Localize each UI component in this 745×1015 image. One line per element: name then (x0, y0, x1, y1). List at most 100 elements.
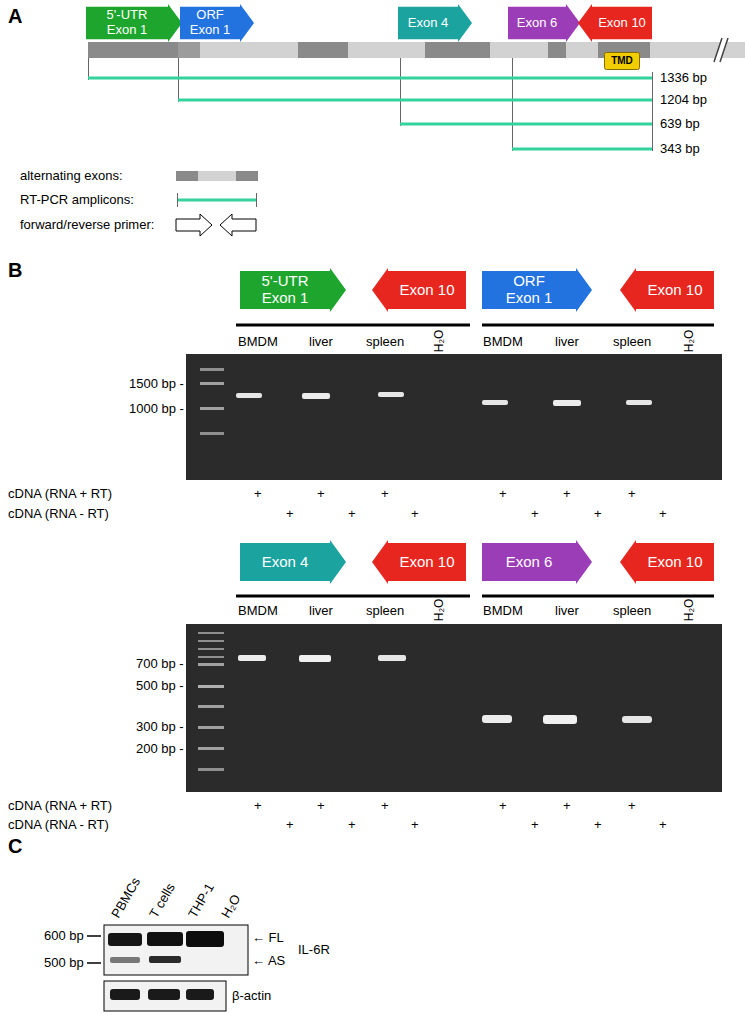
plus-sign: + (317, 487, 325, 502)
lane-label: liver (309, 604, 333, 619)
amplicon-line (88, 78, 652, 149)
plus-sign: + (594, 507, 602, 522)
arrow-shape (240, 268, 346, 312)
lane-label: H₂O (683, 599, 697, 622)
primer-name: ORF Exon 1 (185, 8, 235, 37)
lane-label: PBMCs (109, 875, 144, 921)
gel-image (198, 685, 224, 688)
gel-image (200, 407, 224, 410)
lane-label: spleen (613, 604, 651, 619)
lane-label: spleen (613, 335, 651, 350)
lane-label: H₂O (433, 599, 447, 622)
primer-underline (236, 324, 470, 327)
plus-sign: + (381, 487, 389, 502)
gel-image (198, 768, 224, 771)
text-holder: Exon 6 (506, 554, 553, 571)
gene-bar (548, 42, 566, 58)
arrow-shape (620, 540, 714, 584)
plus-sign: + (317, 799, 325, 814)
gel-image (186, 354, 722, 480)
gel-image (543, 715, 577, 724)
legend-primer-sample (220, 214, 256, 236)
primer-name: Exon 4 (408, 16, 448, 31)
gel-image (622, 716, 652, 723)
arrow-shape (482, 268, 592, 312)
legend-exon-sample (198, 171, 236, 181)
arrow-shape (578, 4, 652, 42)
primer-arrow: ORF Exon 1 (482, 268, 592, 312)
gel-image (198, 705, 224, 708)
amplicon-line (88, 77, 652, 80)
exon-tick (512, 58, 513, 151)
exon-tick (89, 58, 653, 151)
arrow-shape (482, 540, 592, 584)
gel-image (110, 989, 140, 1000)
lane-label: BMDM (238, 335, 278, 350)
lane-label: THP-1 (186, 881, 218, 921)
arrow-shape (180, 4, 254, 42)
primer-arrow: Exon 10 (620, 268, 714, 312)
domain-name: TMD (611, 55, 633, 66)
primer-arrow: ORF Exon 1 (180, 4, 254, 42)
plus-sign: + (286, 507, 294, 522)
plus-sign: + (594, 818, 602, 833)
plus-sign: + (381, 799, 389, 814)
lane-label: liver (555, 604, 579, 619)
legend-exon-sample (176, 171, 258, 181)
gel-image (302, 393, 330, 399)
break-mark (714, 38, 728, 62)
gel-image (186, 931, 224, 947)
text-holder: ORF Exon 1 (185, 8, 235, 37)
text-holder: Exon 10 (598, 16, 646, 31)
gene-bar (88, 42, 178, 58)
legend-amplicon-sample (256, 193, 257, 207)
gel-image (198, 656, 224, 658)
text-holder: Exon 10 (647, 282, 702, 299)
amplicon-size: 639 bp (660, 117, 700, 132)
box-outline (605, 53, 640, 70)
primer-arrow: Exon 10 (620, 540, 714, 584)
gel-image (186, 624, 722, 792)
gel-image (299, 655, 331, 662)
row-label: cDNA (RNA - RT) (8, 818, 109, 833)
text-holder: Exon 6 (517, 16, 557, 31)
primer-arrow: 5'-UTR Exon 1 (86, 4, 182, 42)
primer-name: 5'-UTR Exon 1 (102, 8, 152, 37)
marker-label: 600 bp (44, 929, 84, 944)
primer-arrow: Exon 10 (372, 540, 466, 584)
plus-sign: + (659, 507, 667, 522)
gel-image (378, 392, 404, 397)
arrow-shape (372, 540, 466, 584)
amplicon-size: 1204 bp (660, 93, 707, 108)
amplicon-line (400, 123, 652, 126)
primer-name: Exon 6 (506, 554, 553, 571)
plus-sign: + (628, 799, 636, 814)
lane-label: BMDM (483, 335, 523, 350)
primer-arrow: Exon 6 (482, 540, 592, 584)
legend-amplicon-sample (177, 193, 257, 207)
row-label: cDNA (RNA - RT) (8, 507, 109, 522)
gel-image (482, 715, 512, 723)
break-mark (714, 38, 728, 62)
primer-name: Exon 10 (399, 554, 454, 571)
gel-image (198, 640, 224, 642)
gene-bar (178, 42, 200, 58)
primer-name: Exon 10 (647, 554, 702, 571)
marker-label: 200 bp - (136, 742, 184, 757)
gel-image (148, 989, 180, 1000)
gel-image (198, 632, 224, 634)
lane-label: liver (555, 335, 579, 350)
primer-arrow: 5'-UTR Exon 1 (240, 268, 346, 312)
amplicon-size: 343 bp (660, 142, 700, 157)
plus-sign: + (499, 487, 507, 502)
amplicon-line (178, 99, 652, 102)
gel-image (186, 624, 722, 792)
gel-image (236, 393, 262, 398)
gel-image (200, 368, 224, 371)
legend-text: alternating exons: (20, 169, 123, 184)
band-label: ← AS (252, 954, 285, 969)
plus-sign: + (659, 818, 667, 833)
primer-arrow: Exon 6 (508, 4, 580, 42)
primer-name: Exon 10 (647, 282, 702, 299)
